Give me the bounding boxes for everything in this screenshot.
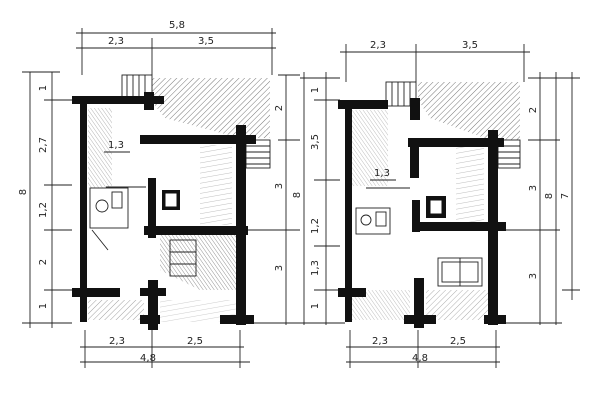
right-bottom-dimensions: 2,3 2,5 4,8 (346, 330, 500, 368)
right-left-seg-2: 3,5 (310, 134, 321, 150)
left-bottom-seg-1: 2,3 (109, 336, 125, 347)
left-left-seg-3: 1,2 (38, 202, 49, 218)
left-top-seg-1: 2,3 (108, 36, 124, 47)
left-plan: 5,8 2,3 3,5 8 1 2,7 1,2 2 1 (18, 20, 310, 368)
right-bed (437, 257, 483, 287)
right-bottom-total-label: 4,8 (412, 353, 428, 364)
left-bathroom (89, 187, 129, 251)
right-left-seg-4: 1,3 (310, 260, 321, 276)
right-left-dimensions: 1 3,5 1,2 1,3 1 (300, 72, 345, 325)
left-bottom-dimensions: 2,3 2,5 4,8 (80, 330, 250, 368)
right-right-seg-3: 3 (528, 273, 539, 279)
right-left-seg-5: 1 (310, 303, 321, 309)
left-hatching (88, 78, 270, 322)
left-right-total-label: 8 (292, 192, 303, 198)
left-top-total-label: 5,8 (169, 20, 185, 31)
left-right-seg-2: 3 (274, 183, 285, 189)
right-right-seg-2: 3 (528, 185, 539, 191)
left-left-seg-2: 2,7 (38, 137, 49, 153)
left-side-dimensions: 8 1 2,7 1,2 2 1 (18, 71, 72, 328)
left-walls (72, 92, 256, 330)
left-right-seg-3: 3 (274, 265, 285, 271)
right-bottom-seg-2: 2,5 (450, 336, 466, 347)
left-bottom-total-label: 4,8 (140, 353, 156, 364)
left-left-total-label: 8 (18, 189, 29, 195)
left-left-seg-5: 1 (38, 303, 49, 309)
left-top-dimensions: 5,8 2,3 3,5 (76, 20, 276, 75)
right-top-seg-2: 3,5 (462, 40, 478, 51)
right-right-total-a: 8 (544, 193, 555, 199)
right-walls (338, 98, 506, 328)
right-right-dimensions: 2 3 3 8 7 (500, 72, 580, 325)
right-bottom-seg-1: 2,3 (372, 336, 388, 347)
left-sofa (169, 239, 197, 277)
right-plan: 2,3 3,5 1 3,5 1,2 1,3 1 (300, 40, 580, 368)
left-right-seg-1: 2 (274, 105, 285, 111)
left-left-seg-1: 1 (38, 85, 49, 91)
right-stair-dimension: 1,3 (374, 168, 390, 179)
right-left-seg-1: 1 (310, 87, 321, 93)
right-right-seg-1: 2 (528, 107, 539, 113)
left-top-seg-2: 3,5 (198, 36, 214, 47)
right-bathroom (355, 207, 391, 235)
right-top-dimensions: 2,3 3,5 (340, 40, 530, 82)
right-right-total-b: 7 (560, 193, 571, 199)
left-right-dimensions: 2 3 3 8 (248, 72, 310, 325)
left-bottom-seg-2: 2,5 (187, 336, 203, 347)
right-left-seg-3: 1,2 (310, 218, 321, 234)
right-top-seg-1: 2,3 (370, 40, 386, 51)
left-stair-dimension: 1,3 (108, 140, 124, 151)
left-left-seg-4: 2 (38, 259, 49, 265)
